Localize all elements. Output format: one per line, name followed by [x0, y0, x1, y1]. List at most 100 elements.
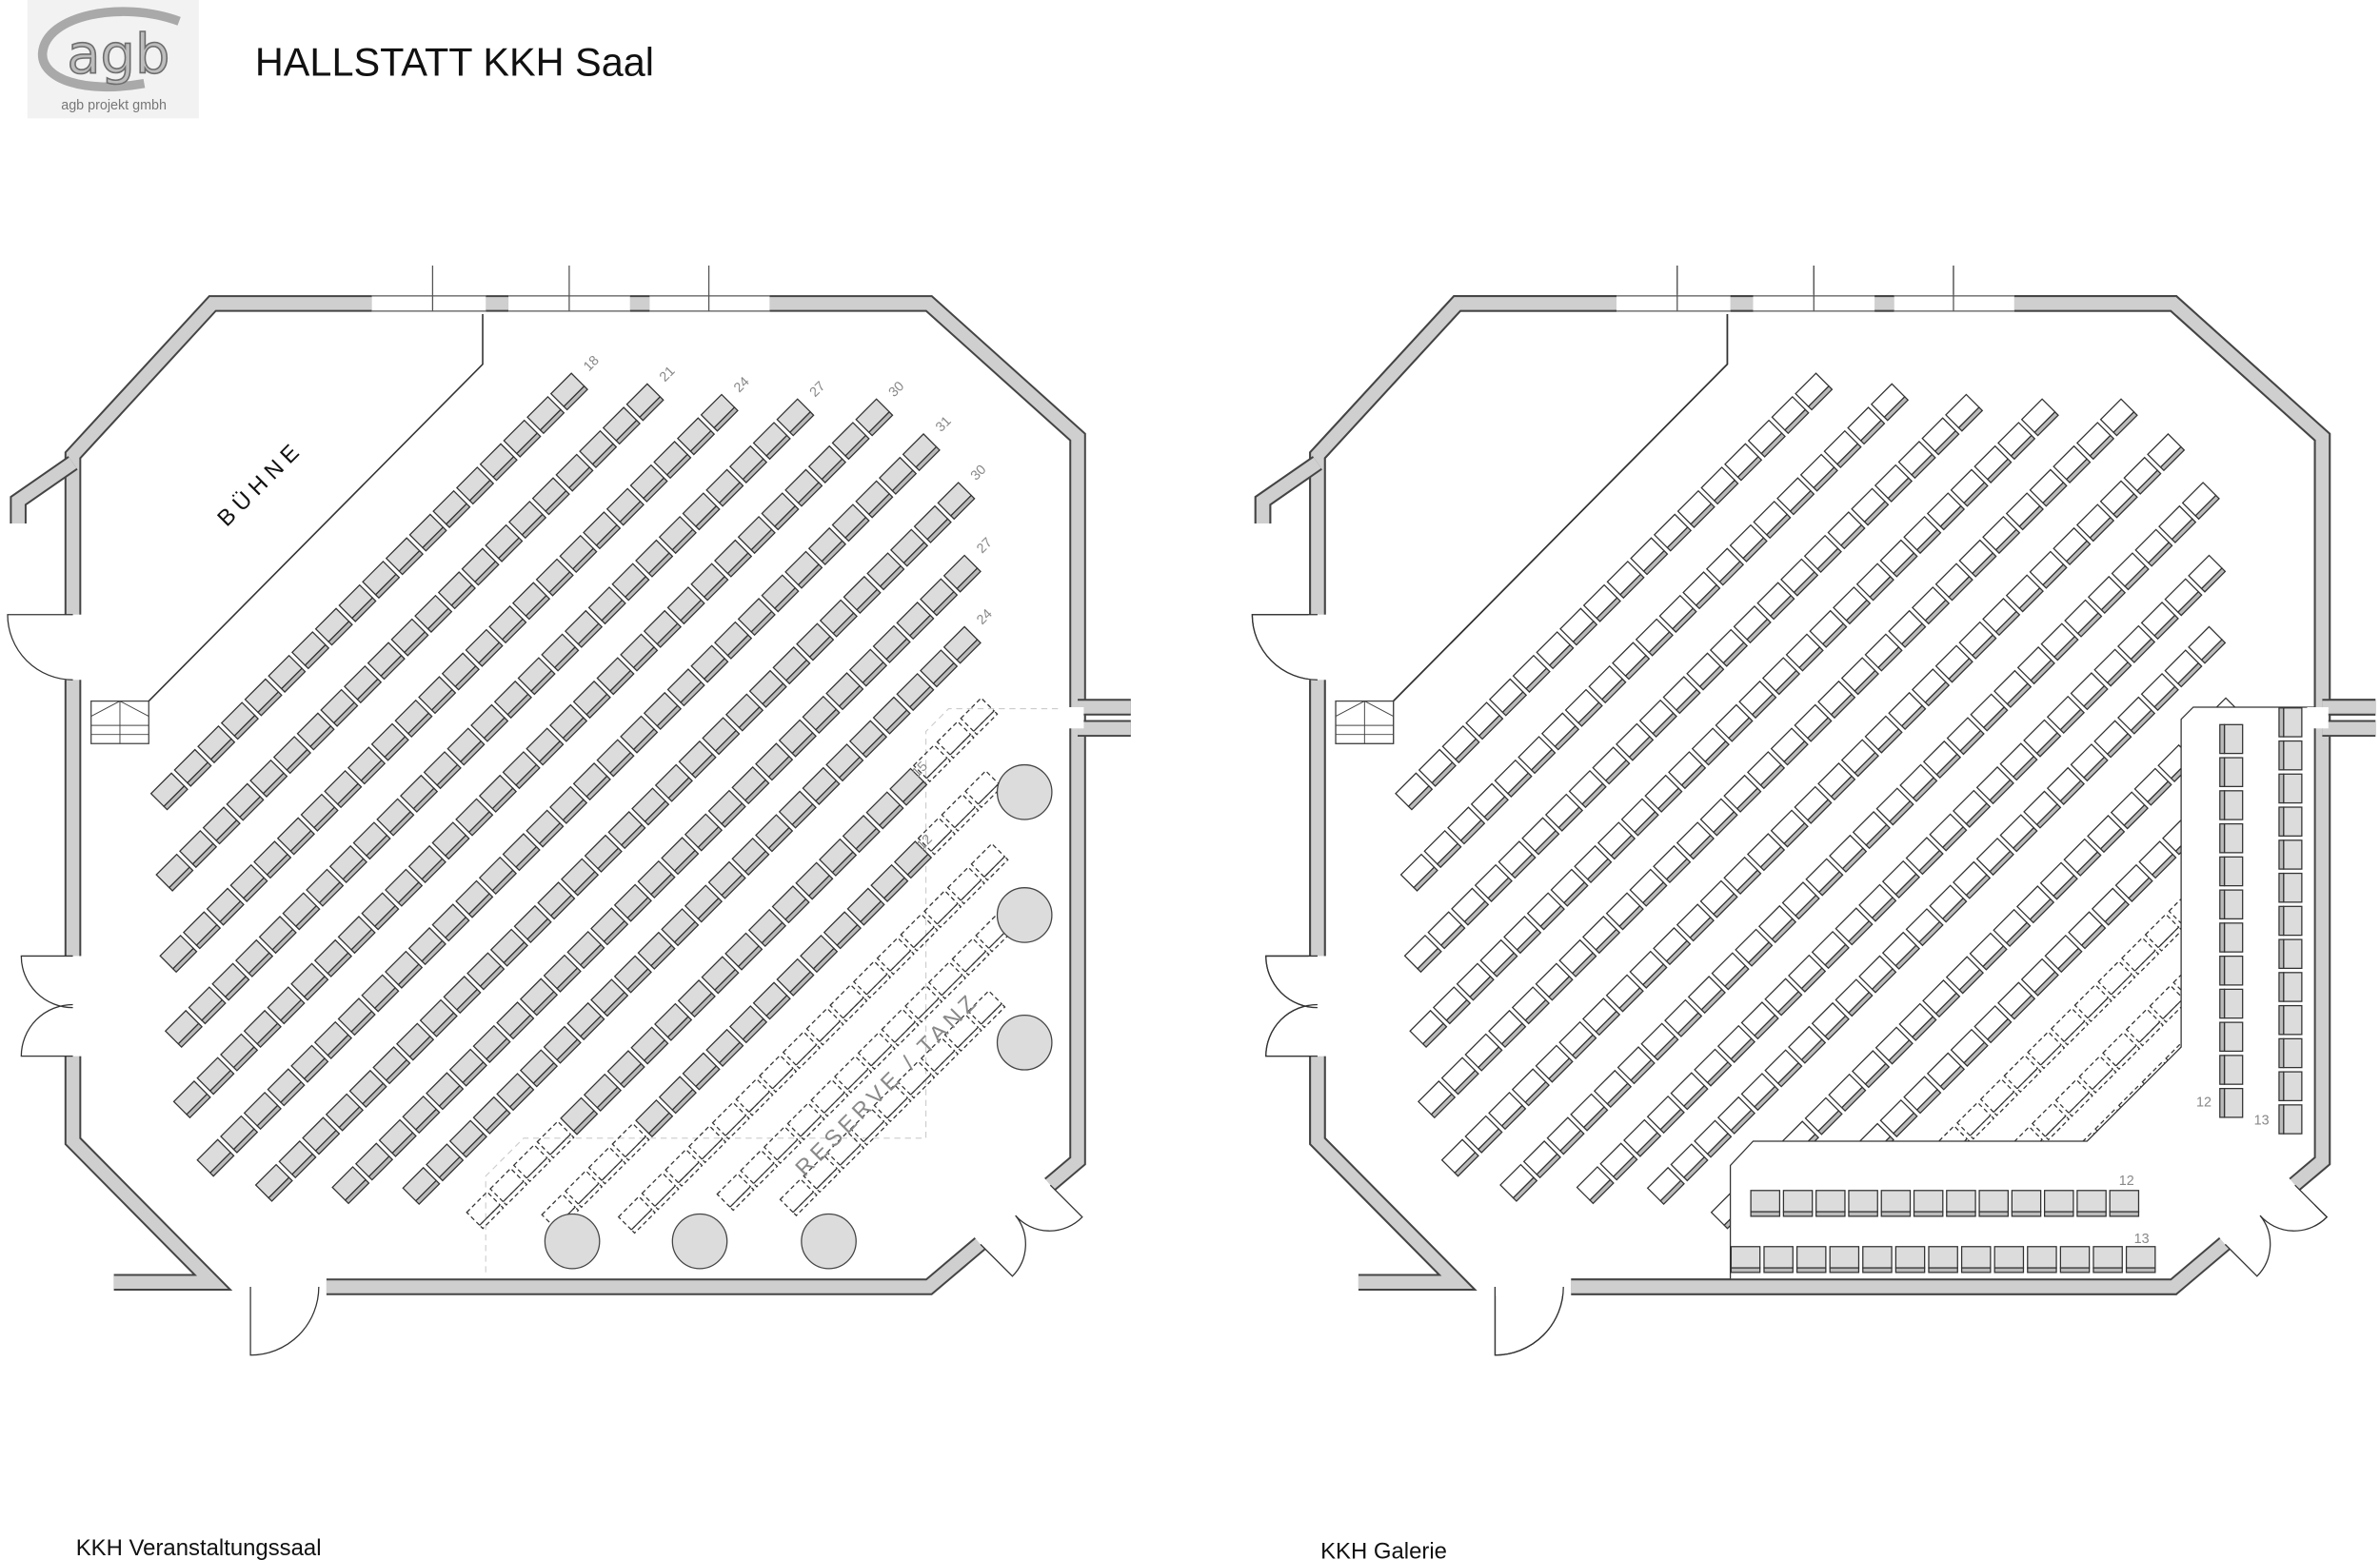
- seat: [511, 582, 551, 621]
- seat: [2278, 1071, 2303, 1102]
- seat: [485, 523, 524, 563]
- reserve-seat: [2121, 937, 2160, 976]
- seat: [1934, 563, 1973, 602]
- seat: [1926, 1052, 1966, 1091]
- seat: [855, 480, 894, 519]
- seat-row: 24: [159, 374, 753, 974]
- logo-text: agb: [67, 23, 169, 87]
- seat: [1973, 444, 2013, 484]
- seat: [2070, 672, 2109, 711]
- seat: [823, 911, 862, 950]
- seat: [320, 688, 359, 727]
- seat-row: 30: [172, 379, 907, 1119]
- seat: [1835, 978, 1874, 1017]
- seat: [1582, 997, 1621, 1037]
- seat: [889, 767, 928, 806]
- seat: [677, 979, 716, 1018]
- seat: [254, 1163, 293, 1202]
- seat: [1503, 916, 1542, 955]
- reserve-seat: [900, 913, 939, 952]
- seat: [728, 1005, 768, 1044]
- seat: [396, 1022, 435, 1061]
- seat: [1855, 563, 1894, 602]
- seat-row: 30: [254, 463, 990, 1202]
- seat: [1934, 644, 1973, 683]
- reserve-seat: [970, 842, 1009, 881]
- seat: [1711, 952, 1750, 991]
- seat: [566, 1001, 605, 1041]
- seat: [196, 1056, 235, 1096]
- seat: [682, 1052, 721, 1091]
- caption-veranstaltungssaal: KKH Veranstaltungssaal: [76, 1535, 322, 1560]
- seat: [684, 813, 724, 852]
- seat: [1804, 1096, 1843, 1135]
- seat: [268, 654, 307, 693]
- seat: [354, 1142, 394, 1181]
- seat: [448, 1119, 487, 1158]
- seat: [761, 492, 800, 531]
- reserve-seat: [951, 938, 990, 977]
- reserve-seat: [936, 721, 975, 760]
- seat: [920, 649, 959, 688]
- seat: [1597, 821, 1636, 860]
- row-seat-count-label: 24: [731, 374, 753, 396]
- seat: [802, 695, 841, 735]
- seat: [707, 860, 746, 899]
- seat: [2063, 838, 2102, 877]
- seat: [1427, 911, 1466, 950]
- seat: [755, 742, 794, 781]
- seat: [348, 1069, 387, 1109]
- seat: [690, 644, 729, 683]
- seat: [606, 1050, 645, 1089]
- seat: [596, 657, 635, 696]
- seat: [1616, 1046, 1656, 1085]
- seat: [2123, 456, 2162, 495]
- seat: [1715, 703, 1754, 742]
- seat: [1582, 583, 1621, 622]
- seat: [526, 727, 565, 766]
- seat: [352, 821, 391, 860]
- seat: [519, 977, 559, 1017]
- seat: [2011, 1190, 2042, 1217]
- seat: [1782, 1190, 1814, 1217]
- seat: [1763, 1246, 1794, 1274]
- reserve-dance-label: RESERVE / TANZ: [790, 988, 984, 1182]
- seat: [1852, 811, 1891, 850]
- seat: [561, 858, 600, 897]
- seat: [276, 817, 315, 856]
- reserve-seat: [512, 1144, 551, 1183]
- seat: [549, 785, 588, 824]
- seat: [2140, 672, 2179, 712]
- seat: [1840, 657, 1879, 696]
- seat: [402, 1095, 441, 1135]
- seat: [2015, 885, 2055, 924]
- seat: [2117, 624, 2156, 663]
- seat: [196, 1138, 235, 1177]
- seat: [1970, 693, 2009, 732]
- row-seat-count-label: 30: [968, 463, 990, 484]
- gallery-column-label: 13: [2254, 1113, 2270, 1128]
- gallery-area: [1730, 706, 2315, 1294]
- seat: [455, 466, 495, 505]
- seat: [543, 954, 582, 993]
- seat: [800, 934, 839, 974]
- seat: [778, 790, 817, 829]
- seat: [920, 578, 959, 617]
- seat: [2278, 905, 2303, 937]
- seat: [1788, 1025, 1827, 1064]
- seat-row: [1403, 393, 1984, 974]
- seat: [1953, 860, 1992, 899]
- seat: [1588, 664, 1627, 704]
- seat: [282, 892, 321, 931]
- row-seat-count-label: 18: [581, 353, 603, 375]
- seat: [846, 887, 885, 926]
- seat: [795, 861, 834, 900]
- seat: [584, 834, 623, 873]
- seat: [1864, 633, 1903, 672]
- seat: [1757, 904, 1797, 944]
- seat: [1640, 1022, 1679, 1061]
- seat: [407, 844, 446, 884]
- seat: [1517, 736, 1557, 775]
- reserve-seat: [617, 1195, 656, 1234]
- seat: [1629, 868, 1668, 907]
